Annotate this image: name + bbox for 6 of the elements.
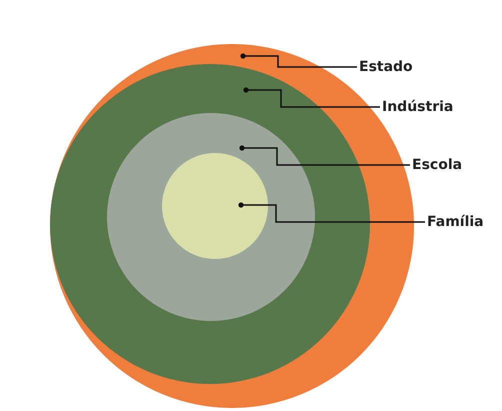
ring-label: Escola [412, 156, 462, 174]
ring-label: Indústria [382, 98, 454, 116]
ring-label: Família [427, 213, 484, 231]
leader-line [238, 202, 425, 223]
ring-label: Estado [359, 58, 413, 76]
leader-line [240, 53, 357, 68]
